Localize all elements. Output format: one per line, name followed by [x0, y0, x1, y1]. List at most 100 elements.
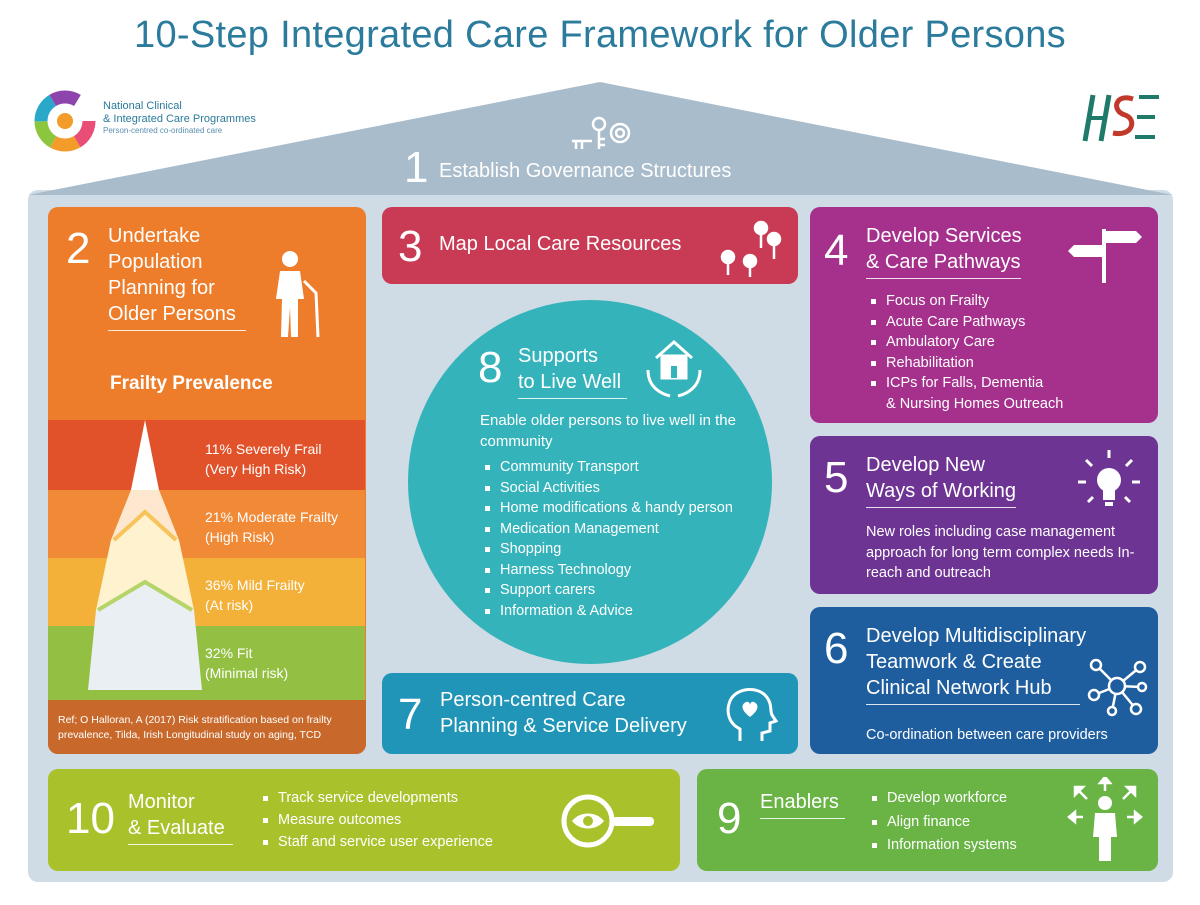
page-title: 10-Step Integrated Care Framework for Ol…: [134, 14, 1066, 56]
step5-heading-line: Ways of Working: [866, 478, 1017, 508]
frailty-band-moderate: [48, 490, 365, 558]
magnifier-eye-icon: [561, 794, 654, 848]
step10-list: Track service developments Measure outco…: [260, 788, 560, 853]
head-heart-icon: [726, 688, 778, 741]
step4-heading-line: Develop Services: [866, 225, 1022, 247]
step9-panel: 9 Enablers Develop workforce Align finan…: [697, 769, 1158, 871]
frailty-band-severe: [48, 420, 365, 490]
list-item: Develop workforce: [869, 788, 1069, 809]
step6-panel: 6 Develop Multidisciplinary Teamwork & C…: [810, 607, 1158, 754]
nicp-logo-icon: [34, 90, 96, 152]
hse-logo: [1075, 85, 1165, 154]
step1-label: Establish Governance Structures: [439, 160, 732, 182]
step6-number: 6: [824, 624, 849, 673]
step1-number: 1: [404, 143, 429, 192]
step2-number: 2: [66, 224, 91, 273]
list-item: Medication Management: [482, 519, 772, 540]
nicp-logo-text: National Clinical & Integrated Care Prog…: [103, 100, 256, 138]
list-item: Support carers: [482, 580, 772, 601]
step7-heading-line: Person-centred Care: [440, 689, 626, 711]
map-pins-icon: [720, 220, 782, 277]
logo-line1: National Clinical: [103, 100, 182, 112]
step4-list-continuation: & Nursing Homes Outreach: [886, 396, 1064, 412]
frailty-pyramid: [88, 420, 202, 690]
list-item: Ambulatory Care: [868, 332, 1148, 353]
step3-label: Map Local Care Resources: [439, 233, 682, 255]
signpost-icon: [1068, 229, 1142, 283]
list-item: Harness Technology: [482, 560, 772, 581]
step9-heading: Enablers: [760, 789, 845, 819]
step6-heading-line: Clinical Network Hub: [866, 675, 1080, 705]
step3-panel: 3 Map Local Care Resources: [382, 207, 798, 284]
frailty-label-severe: 11% Severely Frail (Very High Risk): [205, 439, 321, 479]
step10-number: 10: [66, 794, 115, 843]
nicp-logo: [34, 90, 96, 152]
list-item: Align finance: [869, 812, 1069, 833]
list-item: Home modifications & handy person: [482, 498, 772, 519]
step7-panel: 7 Person-centred Care Planning & Service…: [382, 673, 798, 754]
step2-panel: 2 Undertake Population Planning for Olde…: [48, 207, 366, 754]
band-line: (Minimal risk): [205, 665, 289, 681]
band-line: (High Risk): [205, 529, 275, 545]
step8-heading-line: to Live Well: [518, 369, 628, 399]
list-item: Social Activities: [482, 478, 772, 499]
step3-number: 3: [398, 222, 423, 271]
step2-heading-line: Population: [108, 251, 203, 273]
list-item: Measure outcomes: [260, 810, 560, 831]
frailty-label-moderate: 21% Moderate Frailty (High Risk): [205, 507, 338, 547]
frailty-label-fit: 32% Fit (Minimal risk): [205, 643, 288, 683]
step2-heading-line: Undertake: [108, 225, 201, 247]
logo-line2: & Integrated Care Programmes: [103, 112, 256, 125]
list-item: Focus on Frailty: [868, 291, 1148, 312]
network-hub-icon: [1087, 658, 1148, 717]
step6-heading-line: Teamwork & Create: [866, 651, 1042, 673]
list-item: Information systems: [869, 835, 1069, 856]
step9-number: 9: [717, 794, 742, 843]
step7-heading-line: Planning & Service Delivery: [440, 715, 687, 737]
band-line: 32% Fit: [205, 645, 253, 661]
step8-list: Community Transport Social Activities Ho…: [482, 457, 772, 621]
step6-heading: Develop Multidisciplinary Teamwork & Cre…: [866, 623, 1086, 705]
lightbulb-icon: [1078, 450, 1140, 506]
frailty-label-mild: 36% Mild Frailty (At risk): [205, 575, 305, 615]
frailty-reference: Ref; O Halloran, A (2017) Risk stratific…: [58, 714, 332, 741]
band-line: (Very High Risk): [205, 461, 307, 477]
band-line: 21% Moderate Frailty: [205, 509, 339, 525]
list-item: Shopping: [482, 539, 772, 560]
step4-panel: 4 Develop Services & Care Pathways Focus…: [810, 207, 1158, 423]
frailty-title: Frailty Prevalence: [110, 373, 273, 394]
step2-heading-line: Planning for: [108, 277, 215, 299]
step5-heading-line: Develop New: [866, 454, 985, 476]
step7-heading: Person-centred Care Planning & Service D…: [440, 687, 687, 739]
governance-keys-icon: [568, 115, 636, 160]
step2-heading: Undertake Population Planning for Older …: [108, 223, 246, 331]
band-line: 36% Mild Frailty: [205, 577, 305, 593]
list-item: Information & Advice: [482, 601, 772, 622]
step4-list: Focus on Frailty Acute Care Pathways Amb…: [868, 291, 1148, 394]
step7-number: 7: [398, 690, 423, 739]
list-item: Rehabilitation: [868, 353, 1148, 374]
step8-circle: 8 Supports to Live Well Enable older per…: [408, 300, 772, 664]
band-line: (At risk): [205, 597, 254, 613]
step8-number: 8: [478, 343, 503, 392]
step9-list: Develop workforce Align finance Informat…: [869, 788, 1069, 856]
step5-heading: Develop New Ways of Working: [866, 452, 1017, 508]
older-person-icon: [276, 251, 320, 338]
step2-heading-line: Older Persons: [108, 301, 246, 331]
step4-number: 4: [824, 226, 849, 275]
step8-heading: Supports to Live Well: [518, 343, 628, 399]
step10-heading-line: & Evaluate: [128, 815, 233, 845]
step5-text: New roles including case management appr…: [866, 524, 1135, 581]
house-hands-icon: [646, 339, 702, 398]
step6-text: Co-ordination between care providers: [866, 727, 1108, 743]
frailty-ref-strip: [48, 700, 366, 754]
step6-heading-line: Develop Multidisciplinary: [866, 625, 1087, 647]
step5-panel: 5 Develop New Ways of Working New roles …: [810, 436, 1158, 594]
step10-heading: Monitor & Evaluate: [128, 789, 233, 845]
step5-number: 5: [824, 453, 849, 502]
list-item: Community Transport: [482, 457, 772, 478]
step4-heading-line: & Care Pathways: [866, 249, 1021, 279]
logo-line3: Person-centred co-ordinated care: [103, 126, 223, 135]
list-item: Acute Care Pathways: [868, 312, 1148, 333]
hse-logo-icon: [1082, 94, 1159, 142]
